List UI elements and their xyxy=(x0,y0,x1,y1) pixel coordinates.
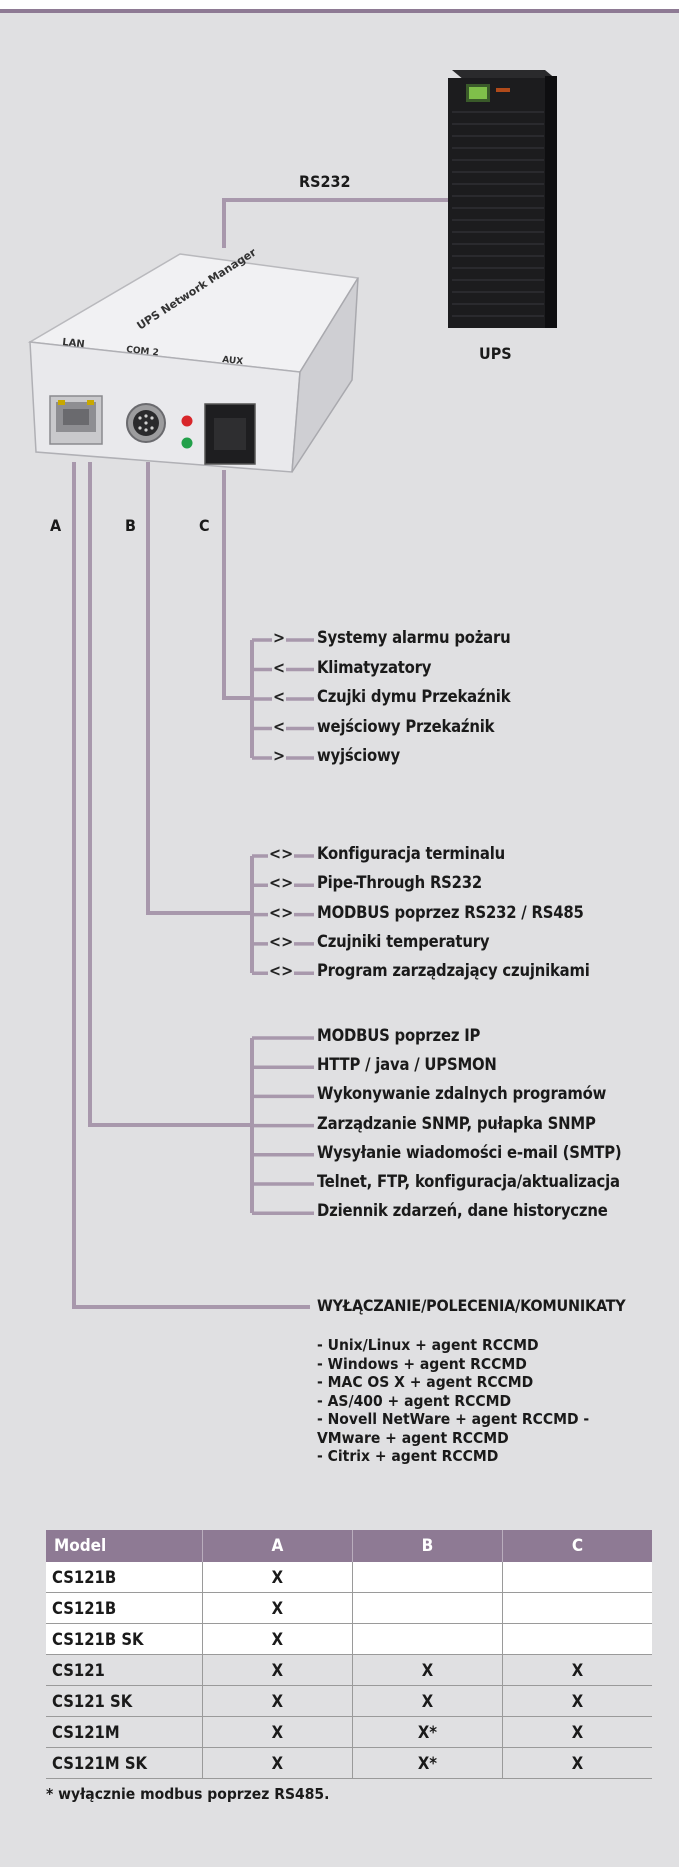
direction-arrow: < xyxy=(272,657,287,677)
port-b-wire xyxy=(146,462,252,915)
table-cell: X xyxy=(202,1592,353,1624)
function-item: MODBUS poprzez RS232 / RS485 xyxy=(317,902,584,922)
port-a-wire xyxy=(88,462,252,1127)
rs232-wire xyxy=(222,198,452,248)
table-cell: X xyxy=(202,1685,353,1717)
agent-item: VMware + agent RCCMD xyxy=(317,1428,509,1447)
table-cell xyxy=(352,1592,504,1624)
table-cell: X xyxy=(352,1654,504,1686)
port-c-wire xyxy=(222,470,252,700)
table-cell xyxy=(352,1562,504,1593)
function-item: Systemy alarmu pożaru xyxy=(317,628,511,647)
table-cell: CS121 SK xyxy=(46,1685,203,1717)
agent-item: - Citrix + agent RCCMD xyxy=(317,1447,499,1465)
table-cell: X xyxy=(202,1716,353,1748)
agent-list: - Unix/Linux + agent RCCMD- Windows + ag… xyxy=(317,1336,647,1466)
table-cell: CS121 xyxy=(46,1654,203,1686)
table-header-cell: Model xyxy=(46,1530,203,1562)
function-item: HTTP / java / UPSMON xyxy=(317,1055,497,1075)
agent-item: - Windows + agent RCCMD xyxy=(317,1354,527,1373)
function-item: Telnet, FTP, konfiguracja/aktualizacja xyxy=(317,1172,620,1191)
network-manager-device: UPS Network Manager LAN COM 2 AUX xyxy=(27,245,360,473)
function-item: Konfiguracja terminalu xyxy=(317,844,506,863)
table-cell xyxy=(502,1592,652,1624)
footnote: * wyłącznie modbus poprzez RS485. xyxy=(46,1785,330,1803)
device-aux-text: AUX xyxy=(222,355,244,367)
function-item: MODBUS poprzez IP xyxy=(317,1026,481,1045)
direction-arrow: < xyxy=(272,716,287,736)
function-item: Pipe-Through RS232 xyxy=(317,873,483,893)
table-cell: X xyxy=(202,1623,353,1655)
bidirectional-arrow: <> xyxy=(268,873,295,893)
function-item: Program zarządzający czujnikami xyxy=(317,961,590,981)
top-accent-line xyxy=(0,9,679,13)
table-cell: X xyxy=(502,1747,652,1779)
function-item: Czujki dymu Przekaźnik xyxy=(317,687,511,706)
function-item: wyjściowy xyxy=(317,746,400,765)
agent-item: - Unix/Linux + agent RCCMD xyxy=(317,1336,539,1354)
function-item: Wykonywanie zdalnych programów xyxy=(317,1084,607,1104)
function-item: Klimatyzatory xyxy=(317,657,432,677)
function-item: Czujniki temperatury xyxy=(317,931,490,951)
table-cell xyxy=(502,1562,652,1593)
table-cell: X xyxy=(202,1562,353,1593)
table-cell: CS121B xyxy=(46,1592,203,1624)
table-header-cell: C xyxy=(502,1530,652,1562)
table-cell: X xyxy=(352,1685,504,1717)
agent-item: - MAC OS X + agent RCCMD xyxy=(317,1373,534,1391)
table-cell: CS121M SK xyxy=(46,1747,203,1779)
function-item: Dziennik zdarzeń, dane historyczne xyxy=(317,1201,608,1221)
table-cell: X xyxy=(502,1654,652,1686)
agent-item: - AS/400 + agent RCCMD xyxy=(317,1391,512,1410)
table-cell: X* xyxy=(352,1716,504,1748)
table-cell: X xyxy=(502,1716,652,1748)
table-cell xyxy=(352,1623,504,1655)
rs232-label: RS232 xyxy=(299,172,351,191)
shutdown-title: WYŁĄCZANIE/POLECENIA/KOMUNIKATY xyxy=(317,1296,626,1315)
table-header-cell: B xyxy=(352,1530,504,1562)
device-lan-text: LAN xyxy=(62,337,86,350)
direction-arrow: > xyxy=(272,746,287,765)
ups-label: UPS xyxy=(479,344,512,363)
function-item: Zarządzanie SNMP, pułapka SNMP xyxy=(317,1113,596,1133)
table-cell xyxy=(502,1623,652,1655)
table-cell: X xyxy=(202,1747,353,1779)
port-c-label: C xyxy=(199,516,210,535)
agent-item: - Novell NetWare + agent RCCMD - xyxy=(317,1410,590,1428)
shutdown-wire xyxy=(72,462,310,1309)
function-item: wejściowy Przekaźnik xyxy=(317,716,495,736)
bidirectional-arrow: <> xyxy=(268,902,295,922)
port-a-label: A xyxy=(50,516,62,535)
table-cell: X xyxy=(202,1654,353,1686)
bidirectional-arrow: <> xyxy=(268,931,295,951)
bidirectional-arrow: <> xyxy=(268,844,295,863)
table-cell: X xyxy=(502,1685,652,1717)
table-cell: X* xyxy=(352,1747,504,1779)
table-cell: CS121M xyxy=(46,1716,203,1748)
direction-arrow: > xyxy=(272,628,287,647)
table-cell: CS121B SK xyxy=(46,1623,203,1655)
table-cell: CS121B xyxy=(46,1562,203,1593)
direction-arrow: < xyxy=(272,687,287,706)
top-white-band xyxy=(0,0,679,9)
device-com2-text: COM 2 xyxy=(126,345,159,358)
function-item: Wysyłanie wiadomości e-mail (SMTP) xyxy=(317,1142,622,1162)
port-b-label: B xyxy=(125,516,136,535)
bidirectional-arrow: <> xyxy=(268,961,295,981)
table-header-cell: A xyxy=(202,1530,353,1562)
ups-tower xyxy=(448,70,557,328)
